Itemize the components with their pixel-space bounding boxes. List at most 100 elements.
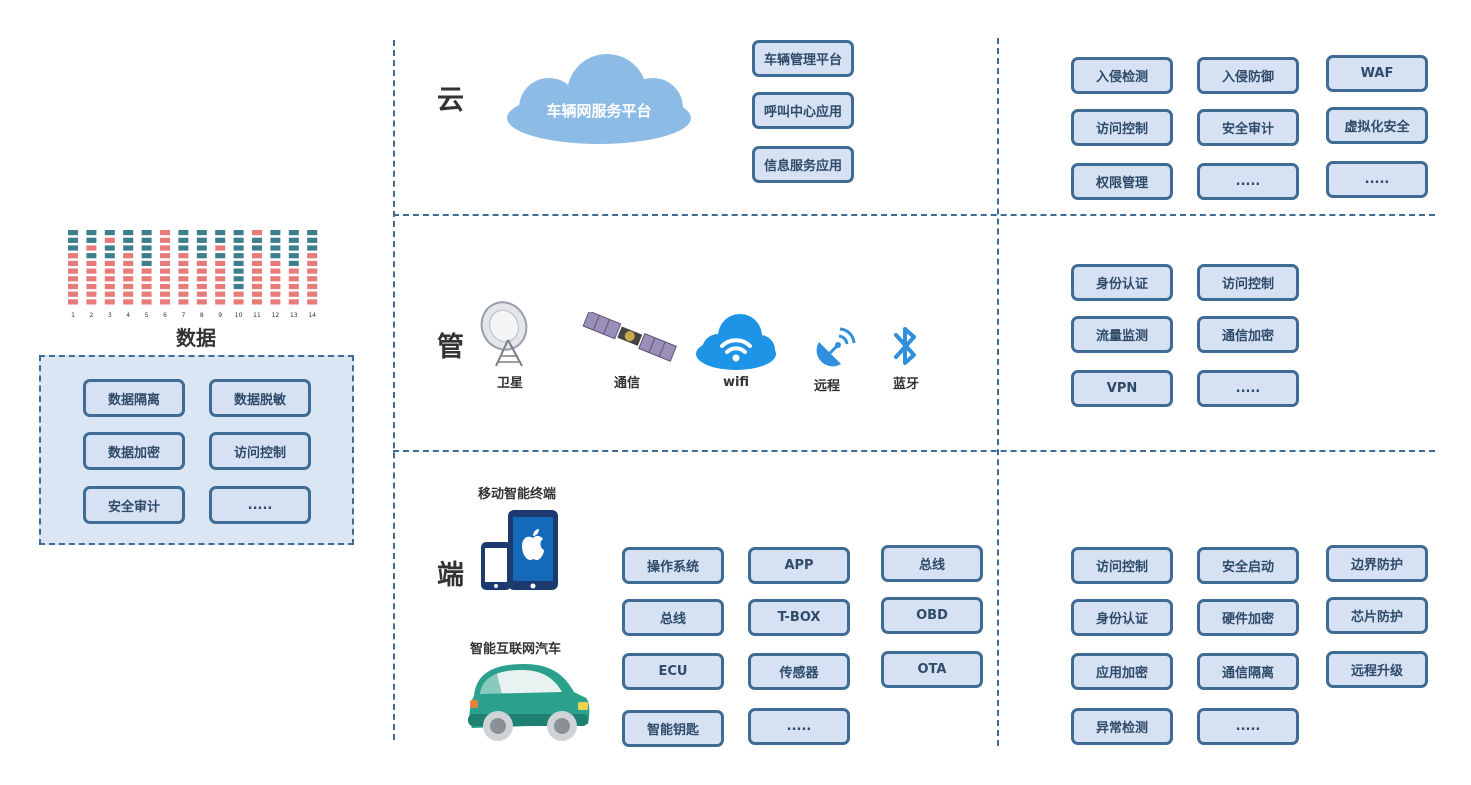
- cloud-intrusion-prevention-button[interactable]: 入侵防御: [1197, 57, 1299, 94]
- cloud-layer-label: 云: [437, 85, 464, 116]
- data-block: [233, 230, 244, 236]
- communication-satellite-icon: [580, 310, 678, 364]
- data-block: [215, 283, 226, 290]
- data-block: [68, 237, 78, 243]
- data-block: [178, 299, 189, 305]
- data-block: [178, 268, 189, 274]
- data-block: [68, 253, 78, 259]
- boundary-protection-button[interactable]: 边界防护: [1326, 545, 1428, 582]
- application-encryption-button[interactable]: 应用加密: [1071, 653, 1173, 690]
- pipe-communication-encryption-button[interactable]: 通信加密: [1197, 316, 1299, 353]
- tbox-button[interactable]: T-BOX: [748, 599, 850, 636]
- data-block: [141, 268, 152, 274]
- pipe-terminal-divider: [393, 450, 1435, 452]
- call-center-app-button[interactable]: 呼叫中心应用: [752, 92, 854, 129]
- data-block: [141, 253, 152, 259]
- data-block: [270, 291, 281, 297]
- data-block: [307, 253, 318, 259]
- terminal-access-control-button[interactable]: 访问控制: [1071, 547, 1173, 584]
- cloud-permission-management-button[interactable]: 权限管理: [1071, 163, 1173, 200]
- data-block: [141, 291, 152, 297]
- data-block: [160, 253, 170, 259]
- pipe-traffic-monitoring-button[interactable]: 流量监测: [1071, 316, 1173, 353]
- data-block: [233, 299, 244, 305]
- data-block: [86, 283, 97, 290]
- data-block: [104, 237, 115, 243]
- data-block: [288, 276, 299, 282]
- communication-label: 通信: [613, 376, 640, 391]
- data-block: [123, 253, 134, 259]
- cloud-intrusion-detection-button[interactable]: 入侵检测: [1071, 57, 1173, 94]
- data-block: [178, 245, 189, 251]
- terminal-security-more-button[interactable]: .....: [1197, 708, 1299, 745]
- data-block: [68, 268, 78, 274]
- cloud-more-button-1[interactable]: .....: [1197, 163, 1299, 200]
- data-tick-label: 7: [181, 312, 186, 319]
- pipe-identity-auth-button[interactable]: 身份认证: [1071, 264, 1173, 301]
- data-block: [307, 230, 318, 236]
- data-more-button[interactable]: .....: [209, 486, 311, 524]
- data-block: [160, 276, 170, 282]
- data-encryption-button[interactable]: 数据加密: [83, 432, 185, 470]
- data-block: [141, 276, 152, 282]
- data-block: [178, 260, 189, 266]
- data-block: [252, 299, 262, 305]
- data-isolation-button[interactable]: 数据隔离: [83, 379, 185, 417]
- ecu-button[interactable]: ECU: [622, 653, 724, 690]
- bus-button-2[interactable]: 总线: [622, 599, 724, 636]
- secure-boot-button[interactable]: 安全启动: [1197, 547, 1299, 584]
- data-block: [123, 237, 134, 243]
- data-access-control-button[interactable]: 访问控制: [209, 432, 311, 470]
- cloud-virtualization-security-button[interactable]: 虚拟化安全: [1326, 107, 1428, 144]
- data-block: [141, 237, 152, 243]
- data-block: [307, 260, 318, 266]
- hardware-encryption-button[interactable]: 硬件加密: [1197, 599, 1299, 636]
- data-block: [196, 283, 207, 290]
- data-audit-button[interactable]: 安全审计: [83, 486, 185, 524]
- cloud-access-control-button[interactable]: 访问控制: [1071, 109, 1173, 146]
- data-masking-button[interactable]: 数据脱敏: [209, 379, 311, 417]
- vehicle-management-platform-button[interactable]: 车辆管理平台: [752, 40, 854, 77]
- cloud-more-button-2[interactable]: .....: [1326, 161, 1428, 198]
- cloud-waf-button[interactable]: WAF: [1326, 55, 1428, 92]
- data-block: [68, 230, 78, 236]
- terminal-more-button[interactable]: .....: [748, 708, 850, 745]
- bus-button-1[interactable]: 总线: [881, 545, 983, 582]
- remote-upgrade-button[interactable]: 远程升级: [1326, 651, 1428, 688]
- info-service-app-button[interactable]: 信息服务应用: [752, 146, 854, 183]
- communication-isolation-button[interactable]: 通信隔离: [1197, 653, 1299, 690]
- smart-key-button[interactable]: 智能钥匙: [622, 710, 724, 747]
- cloud-audit-button[interactable]: 安全审计: [1197, 109, 1299, 146]
- data-block: [196, 237, 207, 243]
- data-block: [68, 276, 78, 282]
- cloud-pipe-divider: [393, 214, 1435, 216]
- ota-button[interactable]: OTA: [881, 651, 983, 688]
- terminal-identity-auth-button[interactable]: 身份认证: [1071, 599, 1173, 636]
- pipe-vpn-button[interactable]: VPN: [1071, 370, 1173, 407]
- data-tick-label: 13: [289, 312, 298, 319]
- data-block: [252, 253, 262, 259]
- data-block: [288, 260, 299, 266]
- data-block: [215, 245, 226, 251]
- sensor-button[interactable]: 传感器: [748, 653, 850, 690]
- data-block: [68, 260, 78, 266]
- pipe-access-control-button[interactable]: 访问控制: [1197, 264, 1299, 301]
- data-block: [215, 299, 226, 305]
- operating-system-button[interactable]: 操作系统: [622, 547, 724, 584]
- data-block: [215, 268, 226, 274]
- pipe-more-button[interactable]: .....: [1197, 370, 1299, 407]
- data-block: [215, 276, 226, 282]
- data-block: [252, 291, 262, 297]
- data-block: [104, 291, 115, 297]
- app-button[interactable]: APP: [748, 547, 850, 584]
- anomaly-detection-button[interactable]: 异常检测: [1071, 708, 1173, 745]
- obd-button[interactable]: OBD: [881, 597, 983, 634]
- data-block: [86, 230, 97, 236]
- data-block: [233, 291, 244, 297]
- data-block: [270, 299, 281, 305]
- data-block: [123, 245, 134, 251]
- data-block: [160, 245, 170, 251]
- data-block: [196, 276, 207, 282]
- chip-protection-button[interactable]: 芯片防护: [1326, 597, 1428, 634]
